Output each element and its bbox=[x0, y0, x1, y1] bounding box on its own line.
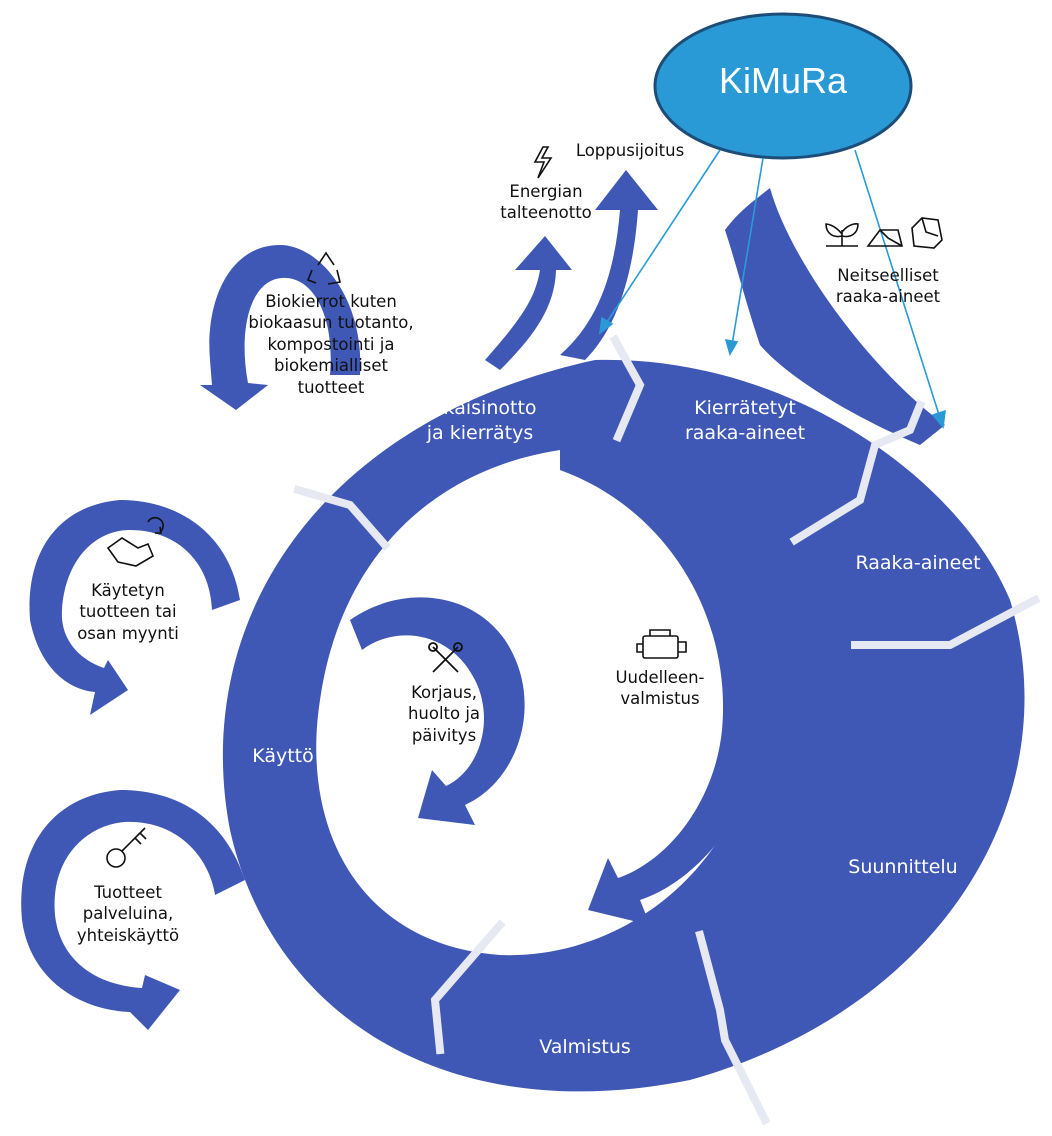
loop-label-neitseelliset: Neitseelliset raaka-aineet bbox=[835, 266, 941, 307]
engine-icon bbox=[636, 629, 687, 659]
lightning-icon bbox=[533, 146, 553, 179]
kimura-ellipse bbox=[653, 12, 913, 160]
recycle-icon bbox=[306, 251, 341, 285]
loop-label-loppusijoitus: Loppusijoitus bbox=[575, 141, 685, 160]
plant-icon bbox=[825, 223, 859, 247]
kimura-connectors bbox=[598, 149, 946, 429]
gold-bars-icon bbox=[866, 229, 904, 247]
key-icon bbox=[106, 827, 147, 868]
handshake-icon bbox=[106, 516, 164, 567]
loop-label-korjaus: Korjaus, huolto ja päivitys bbox=[407, 683, 481, 745]
virgin-materials-band bbox=[725, 188, 945, 445]
remanufacturing-arrow bbox=[560, 438, 767, 925]
stage-label-valmistus: Valmistus bbox=[539, 1036, 631, 1058]
repair-loop-arrow bbox=[350, 597, 525, 825]
stage-dividers bbox=[293, 334, 1041, 1126]
main-ring bbox=[222, 359, 1025, 1092]
biocycles-loop-arrow bbox=[200, 245, 361, 410]
loop-label-biokierrot: Biokierrot kuten biokaasun tuotanto, kom… bbox=[248, 292, 414, 397]
stage-label-takaisinotto: Takaisinotto ja kierrätys bbox=[423, 397, 537, 444]
loop-label-myynti: Käytetyn tuotteen tai osan myynti bbox=[77, 581, 179, 643]
kimura-label: KiMuRa bbox=[718, 60, 848, 101]
stage-label-kierratetyt: Kierrätetyt raaka-aineet bbox=[684, 397, 806, 444]
services-loop-arrow bbox=[21, 790, 245, 1030]
rock-icon bbox=[911, 217, 943, 249]
loop-label-palveluina: Tuotteet palveluina, yhteiskäyttö bbox=[76, 883, 180, 945]
loop-label-uudelleenvalmistus: Uudelleen- valmistus bbox=[615, 668, 705, 709]
wrench-icon bbox=[428, 642, 463, 673]
used-sale-loop-arrow bbox=[29, 500, 240, 715]
stage-label-kaytto: Käyttö bbox=[252, 745, 314, 767]
loop-label-energia: Energian talteenotto bbox=[500, 182, 592, 223]
stage-label-raaka-aineet: Raaka-aineet bbox=[855, 552, 981, 574]
energy-recovery-arrow bbox=[485, 236, 572, 370]
stage-label-suunnittelu: Suunnittelu bbox=[848, 856, 958, 878]
final-disposal-arrow bbox=[560, 170, 658, 360]
